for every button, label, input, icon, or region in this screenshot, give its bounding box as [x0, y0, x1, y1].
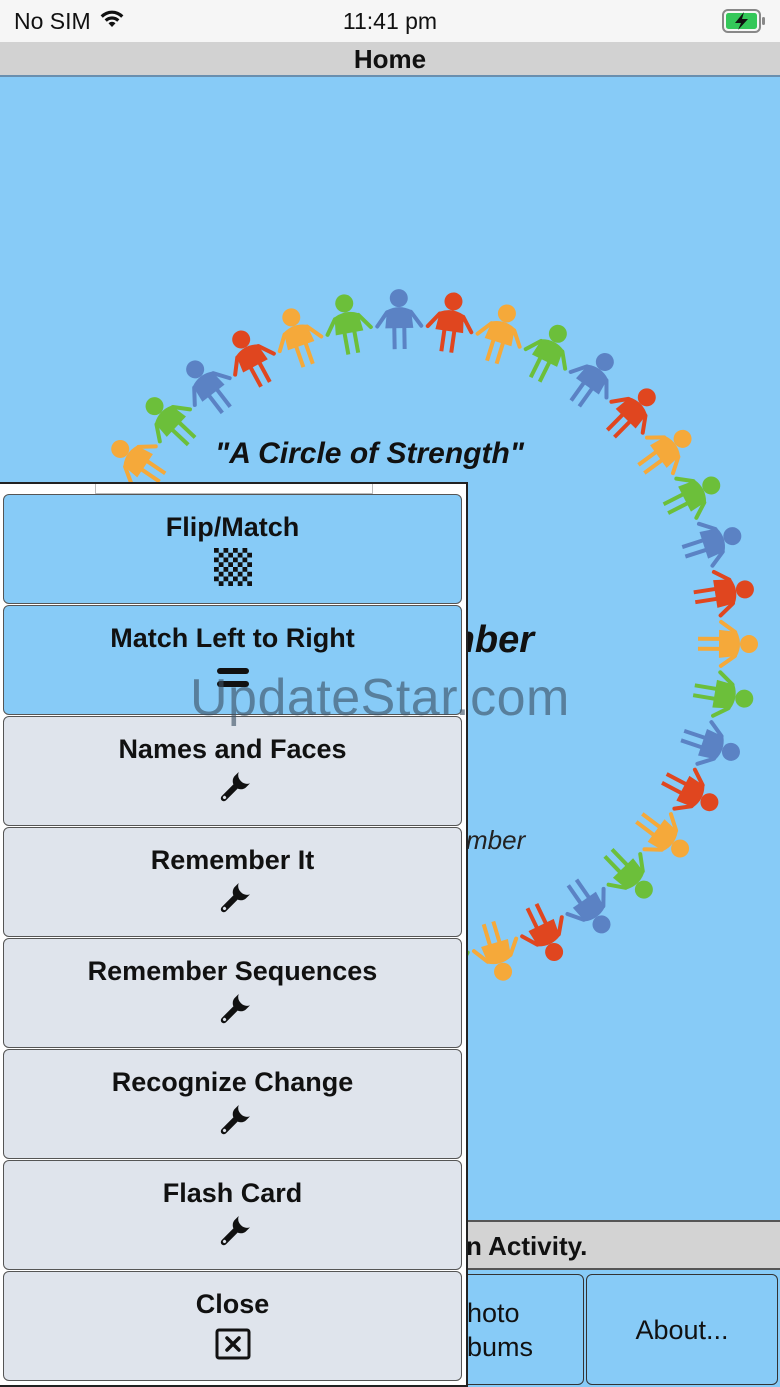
- person-figure: [681, 521, 742, 568]
- wrench-icon: [214, 1104, 252, 1140]
- person-figure: [635, 812, 690, 858]
- menu-item-close[interactable]: Close: [3, 1271, 462, 1381]
- checker-square: [237, 571, 242, 577]
- status-bar: No SIM 11:41 pm: [0, 0, 780, 42]
- person-figure: [186, 360, 232, 415]
- checker-square: [242, 576, 247, 582]
- carrier-label: No SIM: [14, 8, 91, 34]
- person-figure: [697, 619, 758, 668]
- checker-square: [232, 557, 238, 563]
- about-button[interactable]: About...: [586, 1274, 778, 1385]
- checker-square: [227, 581, 233, 586]
- checker-square: [223, 567, 228, 572]
- person-figure: [232, 330, 276, 388]
- checker-square: [218, 552, 223, 558]
- checker-square: [246, 562, 252, 567]
- status-left: No SIM: [14, 8, 125, 35]
- person-figure: [520, 903, 564, 962]
- person-figure: [425, 292, 474, 353]
- menu-item-recognize-change[interactable]: Recognize Change: [3, 1049, 462, 1159]
- checker-square: [218, 562, 223, 567]
- activity-menu-popup: Flip/Match Match Left to Right Names and…: [0, 482, 468, 1387]
- person-figure: [662, 476, 721, 520]
- checker-square: [246, 571, 252, 577]
- person-figure: [111, 439, 167, 485]
- menu-item-flash-card[interactable]: Flash Card: [3, 1160, 462, 1270]
- person-figure: [661, 767, 719, 812]
- checkerboard-icon: [213, 548, 252, 586]
- navigation-title-bar: Home: [0, 42, 780, 77]
- battery-charging-icon: [722, 9, 766, 38]
- person-figure: [475, 304, 522, 365]
- person-figure: [145, 397, 197, 447]
- checker-square: [223, 576, 228, 582]
- checker-square: [213, 557, 219, 563]
- photo-albums-label: hoto bums: [467, 1297, 534, 1362]
- menu-item-remember-sequences[interactable]: Remember Sequences: [3, 938, 462, 1048]
- checker-square: [227, 552, 233, 558]
- wifi-icon: [99, 8, 125, 35]
- checker-square: [232, 548, 238, 553]
- checker-square: [213, 548, 219, 553]
- person-figure: [603, 848, 653, 899]
- checker-square: [227, 571, 233, 577]
- equals-icon: [216, 660, 250, 696]
- checker-square: [242, 548, 247, 553]
- person-figure: [375, 289, 424, 350]
- person-figure: [693, 569, 754, 618]
- checker-square: [242, 567, 247, 572]
- tagline: "A Circle of Strength": [215, 437, 525, 470]
- menu-item-match-left-to-right[interactable]: Match Left to Right: [3, 605, 462, 715]
- wrench-icon: [214, 993, 252, 1029]
- checker-square: [218, 571, 223, 577]
- instruction-text: n Activity.: [466, 1231, 588, 1261]
- wrench-icon: [214, 1215, 252, 1251]
- checker-square: [227, 562, 233, 567]
- checker-square: [237, 581, 242, 586]
- menu-drag-handle[interactable]: [95, 484, 373, 494]
- person-figure: [605, 388, 656, 439]
- app-subtitle: mber: [466, 825, 526, 855]
- menu-item-flip-match[interactable]: Flip/Match: [3, 494, 462, 604]
- checker-square: [213, 567, 219, 572]
- person-figure: [680, 720, 740, 766]
- checker-square: [246, 552, 252, 558]
- wrench-icon: [214, 771, 252, 807]
- person-figure: [565, 878, 611, 934]
- checker-square: [246, 581, 252, 586]
- person-figure: [471, 920, 519, 981]
- menu-item-names-and-faces[interactable]: Names and Faces: [3, 716, 462, 826]
- checker-square: [232, 576, 238, 582]
- menu-item-remember-it[interactable]: Remember It: [3, 827, 462, 937]
- person-figure: [692, 670, 754, 718]
- checker-square: [223, 557, 228, 563]
- person-figure: [277, 308, 324, 368]
- wrench-icon: [214, 882, 252, 918]
- about-label: About...: [635, 1314, 729, 1345]
- person-figure: [568, 352, 614, 408]
- checker-square: [218, 581, 223, 586]
- person-figure: [637, 429, 692, 476]
- page-title: Home: [353, 44, 427, 74]
- person-figure: [523, 324, 568, 383]
- close-box-icon: [215, 1326, 251, 1362]
- checker-square: [213, 576, 219, 582]
- checker-square: [223, 548, 228, 553]
- person-figure: [325, 294, 373, 355]
- checker-square: [237, 552, 242, 558]
- checker-square: [237, 562, 242, 567]
- checker-square: [232, 567, 238, 572]
- checker-square: [242, 557, 247, 563]
- clock: 11:41 pm: [342, 8, 438, 34]
